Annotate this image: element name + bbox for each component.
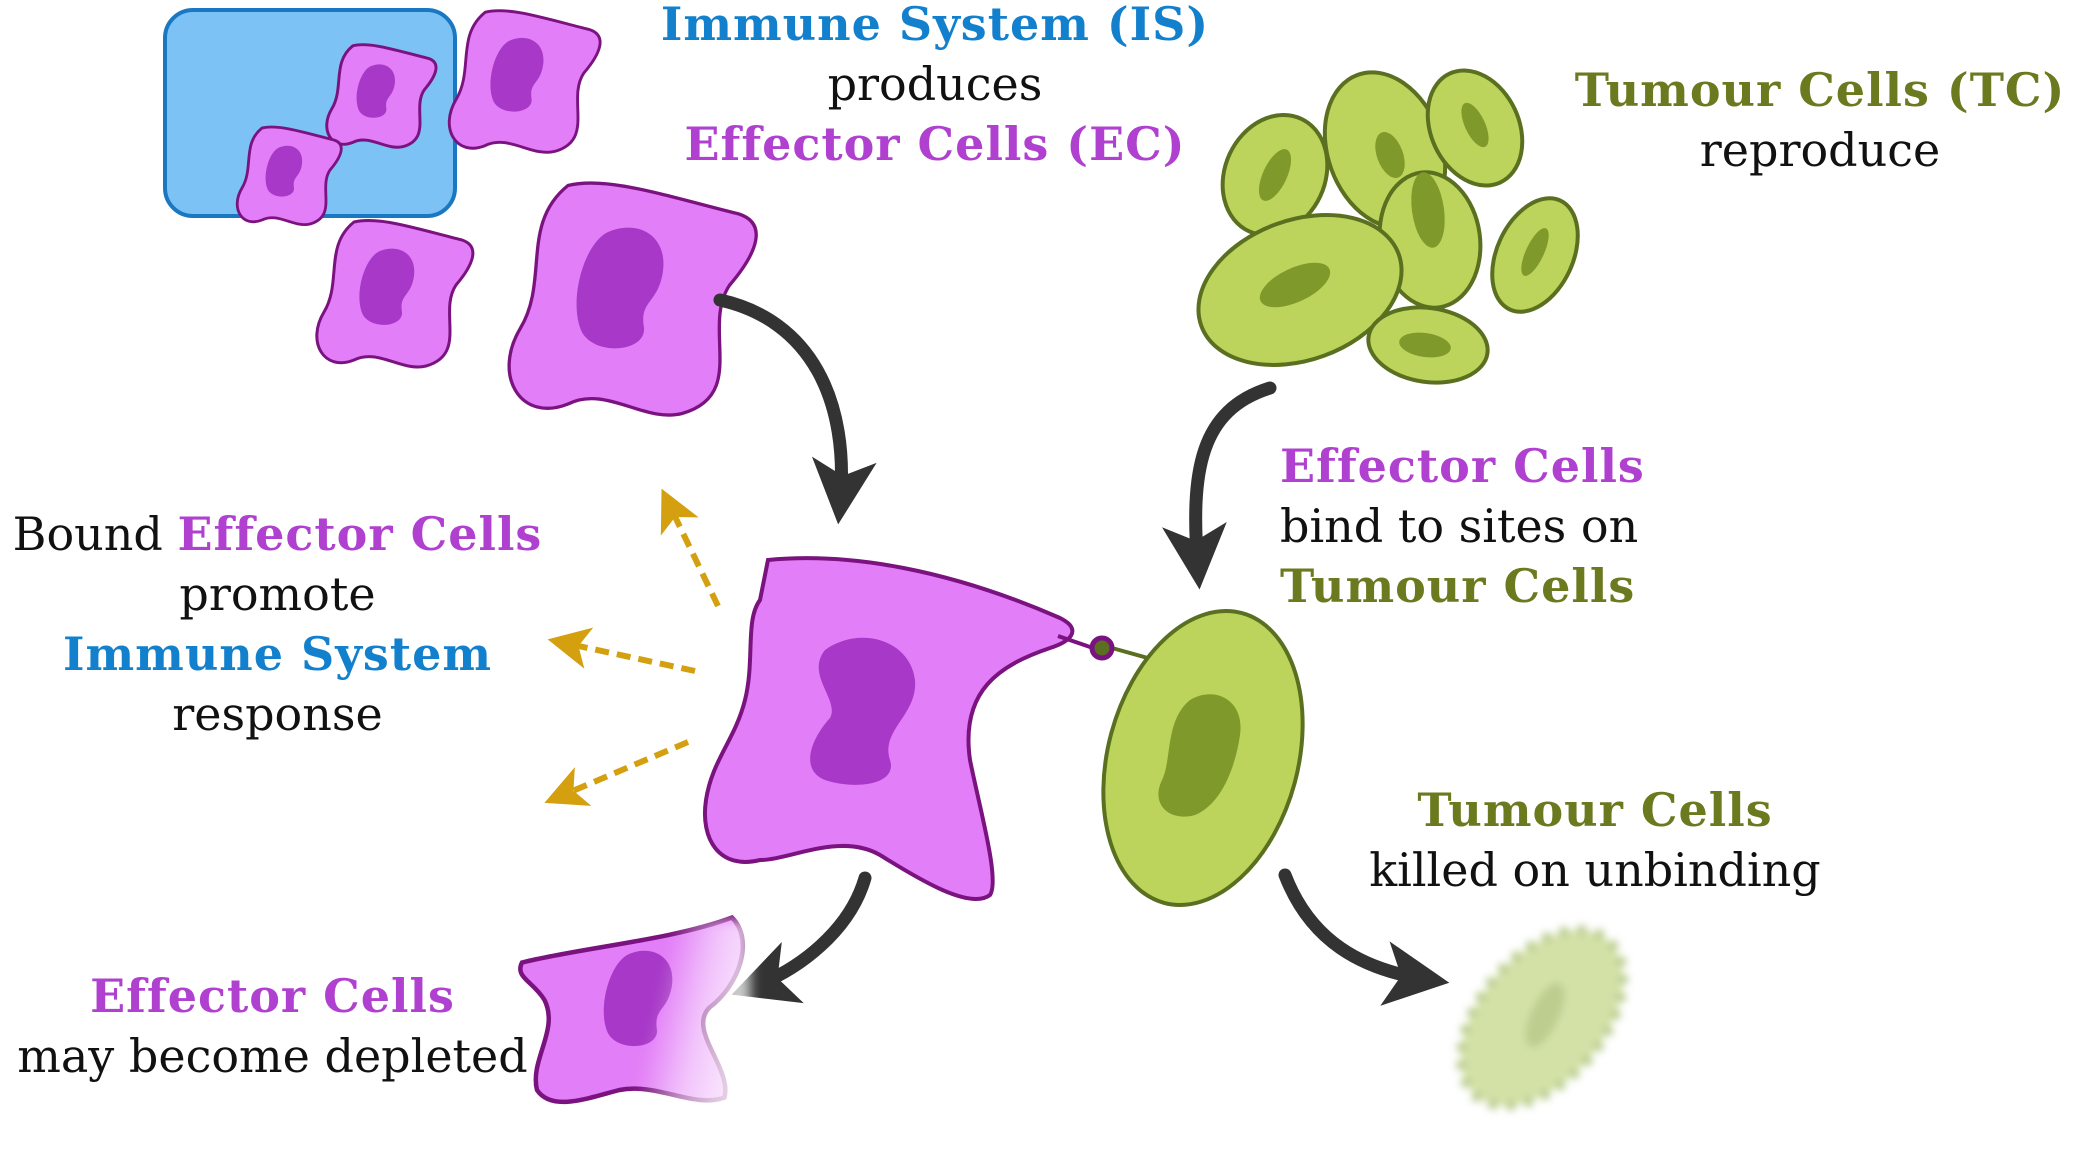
label-tumour-verb: reproduce [1699, 123, 1941, 177]
label-binding-subject: Effector Cells [1280, 439, 1645, 493]
label-bound-effector: Bound Effector Cells promote Immune Syst… [0, 504, 555, 744]
label-bound-object: Immune System [62, 627, 493, 681]
label-immune-title: Immune System (IS) [660, 0, 1210, 51]
label-depleted-verb: may become depleted [17, 1029, 528, 1083]
killed-tumour-cell [1456, 925, 1628, 1111]
label-binding-object: Tumour Cells [1280, 559, 1636, 613]
arrow-tumour-to-killed [1278, 868, 1450, 1006]
tumour-cell [1196, 213, 1404, 367]
label-immune-object: Effector Cells (EC) [684, 117, 1186, 171]
label-bound-suffix: response [172, 687, 383, 741]
label-killed: Tumour Cells killed on unbinding [1330, 780, 1860, 900]
bound-tumour-cell [1101, 609, 1305, 907]
tumour-cell [1490, 196, 1580, 314]
label-tumour-cells: Tumour Cells (TC) reproduce [1540, 60, 2082, 180]
label-bound-line1: Bound Effector Cells [0, 504, 555, 564]
bound-effector-cell [703, 556, 1075, 901]
effector-cell-in-box-1 [325, 43, 438, 149]
signal-arrow-down-left [544, 739, 690, 806]
label-bound-prefix: Bound [12, 507, 163, 561]
signal-arrow-left [547, 627, 696, 674]
label-bound-verb: promote [179, 567, 376, 621]
effector-cell-released-1 [447, 9, 602, 154]
depleted-effector-cell [518, 914, 750, 1120]
tumour-cell-cluster [1196, 68, 1580, 385]
effector-cell-in-box-2 [235, 125, 343, 227]
label-binding-verb: bind to sites on [1280, 499, 1639, 553]
tumour-cell [1220, 112, 1330, 238]
label-killed-verb: killed on unbinding [1369, 843, 1821, 897]
label-bound-subject: Effector Cells [177, 507, 543, 561]
label-depleted: Effector Cells may become depleted [0, 966, 545, 1086]
label-tumour-title: Tumour Cells (TC) [1574, 63, 2066, 117]
arrow-effector-to-depleted [731, 871, 872, 1004]
binding-site [1089, 635, 1115, 661]
signal-arrow-up [660, 488, 721, 608]
immune-signal-arrows [544, 488, 721, 806]
binding-tether-effector [1057, 634, 1094, 650]
label-immune-verb: produces [827, 57, 1043, 111]
label-killed-subject: Tumour Cells [1417, 783, 1773, 837]
effector-cell-released-2 [315, 218, 475, 369]
arrow-tumour-to-binding [1161, 381, 1277, 590]
label-immune-system: Immune System (IS) produces Effector Cel… [600, 0, 1270, 174]
tumour-cell [1425, 68, 1525, 188]
label-binding: Effector Cells bind to sites on Tumour C… [1280, 436, 1740, 616]
effector-cell-released-3 [507, 181, 758, 417]
tumour-cell [1366, 305, 1490, 385]
label-depleted-subject: Effector Cells [90, 969, 455, 1023]
arrow-effector-to-binding [713, 293, 877, 525]
